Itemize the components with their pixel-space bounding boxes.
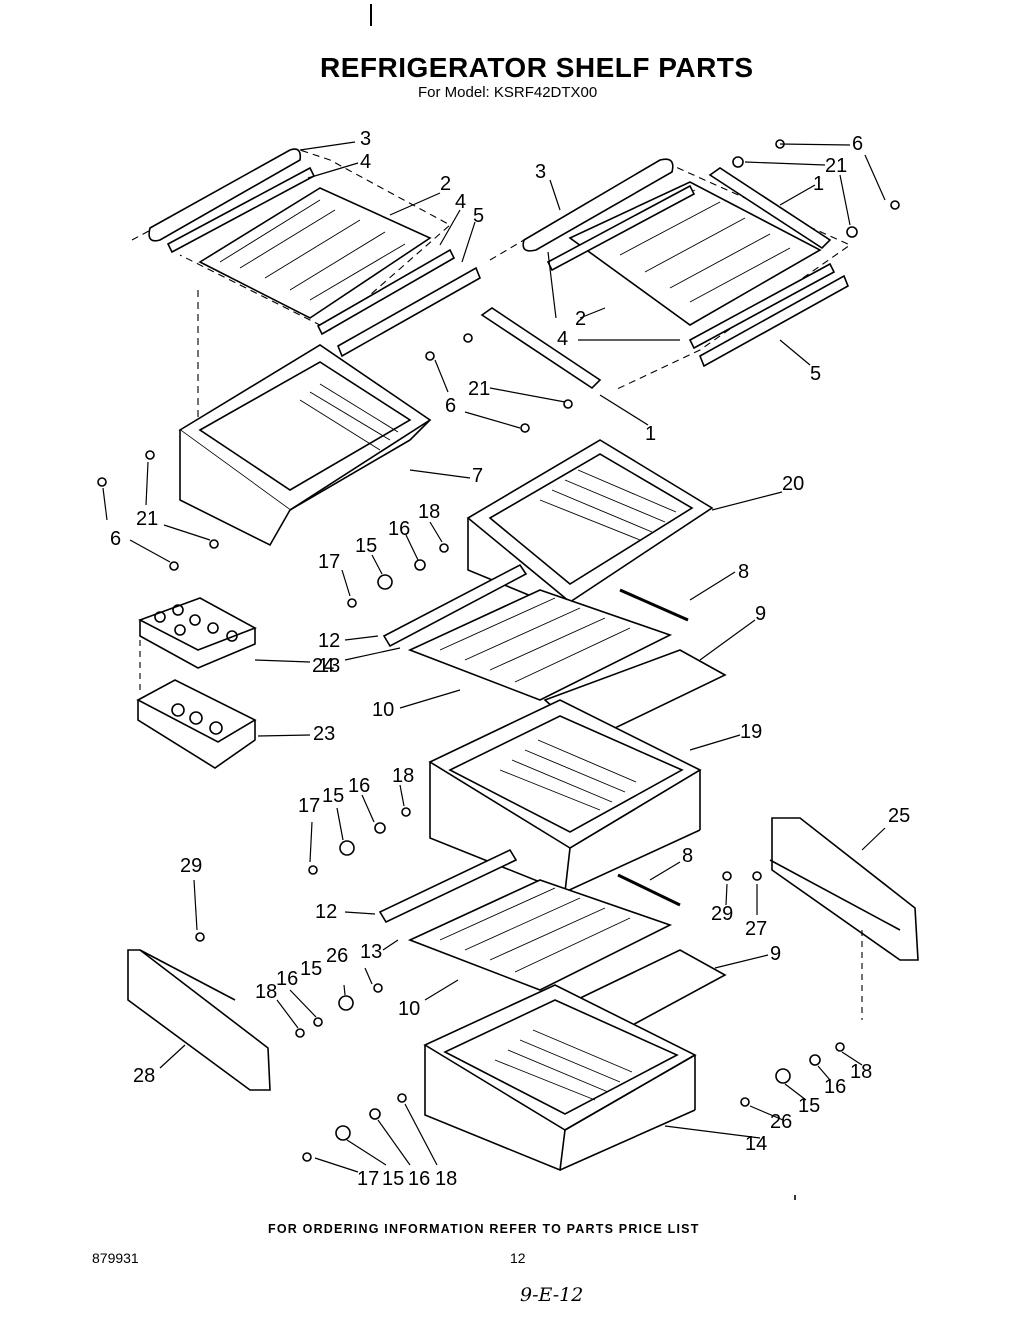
model-subtitle: For Model: KSRF42DTX00 [418,84,598,101]
egg-tray-24 [138,597,257,690]
callout-label: 16 [276,968,298,990]
upper-right-shelf-assembly [480,158,852,391]
callout-label: 1 [645,423,656,445]
callout-label: 23 [313,723,335,745]
callout-label: 18 [435,1168,457,1190]
callout-label: 15 [322,785,344,807]
bracket-28 [127,949,271,1091]
callout-label: 29 [180,855,202,877]
top-rule-mark [370,4,372,26]
page-number: 12 [510,1250,526,1266]
callout-label: 15 [355,535,377,557]
callout-label: 1 [813,173,824,195]
callout-label: 13 [360,941,382,963]
callout-label: 15 [300,958,322,980]
callout-label: 24 [312,655,334,677]
callout-label: 9 [770,943,781,965]
callout-label: 4 [557,328,568,350]
callout-label: 4 [455,191,466,213]
callout-label: 25 [888,805,910,827]
drawer-14 [423,984,697,1172]
drawer-19 [428,699,702,894]
callout-label: 18 [392,765,414,787]
callout-label: 15 [798,1095,820,1117]
callout-label: 18 [255,981,277,1003]
callout-label: 6 [852,133,863,155]
crisper-pan-7 [178,290,432,547]
callout-label: 27 [745,918,767,940]
callout-label: 4 [360,151,371,173]
hardware-fasteners [97,139,900,1162]
callout-label: 26 [326,945,348,967]
callout-label: 20 [782,473,804,495]
page-title: REFRIGERATOR SHELF PARTS [320,52,754,83]
callout-label: 14 [745,1133,767,1155]
callout-label: 8 [682,845,693,867]
callout-label: 10 [372,699,394,721]
callout-label: 19 [740,721,762,743]
callout-label: 21 [825,155,847,177]
ordering-info-footer: FOR ORDERING INFORMATION REFER TO PARTS … [268,1222,700,1236]
callout-label: 12 [318,630,340,652]
egg-bin-23 [136,679,257,769]
callout-label: 17 [298,795,320,817]
callout-label: 16 [408,1168,430,1190]
callout-label: 2 [440,173,451,195]
document-number: 879931 [92,1250,139,1266]
callout-label: 6 [110,528,121,550]
callout-label: 21 [468,378,490,400]
callout-label: 2 [575,308,586,330]
callout-label: 18 [850,1061,872,1083]
callout-label: 10 [398,998,420,1020]
callout-leader-lines [102,141,886,1173]
callout-label: 12 [315,901,337,923]
callout-label: 16 [388,518,410,540]
callout-label: 5 [810,363,821,385]
middle-shelf-assembly [382,563,727,741]
upper-left-shelf-assembly [131,148,482,358]
callout-label: 26 [770,1111,792,1133]
callout-label: 21 [136,508,158,530]
callout-label: 13 [318,655,340,677]
callout-label: 17 [357,1168,379,1190]
bracket-25 [769,817,919,1020]
callout-label: 3 [535,161,546,183]
callout-label: 5 [473,205,484,227]
handwritten-note: 9-E-12 [520,1284,584,1306]
drawer-20 [466,439,714,611]
callout-label: 28 [133,1065,155,1087]
callout-label: 16 [824,1076,846,1098]
callout-label: 29 [711,903,733,925]
callout-label: 15 [382,1168,404,1190]
callout-label: 18 [418,501,440,523]
callout-label: 6 [445,395,456,417]
callout-label: 16 [348,775,370,797]
callout-label: 8 [738,561,749,583]
callout-label: 17 [318,551,340,573]
callout-label: 3 [360,128,371,150]
callout-label: 7 [472,465,483,487]
callout-labels: 3 4 2 4 5 3 1 6 21 21 2 4 5 21 6 1 7 6 2… [110,128,910,1190]
callout-label: 9 [755,603,766,625]
